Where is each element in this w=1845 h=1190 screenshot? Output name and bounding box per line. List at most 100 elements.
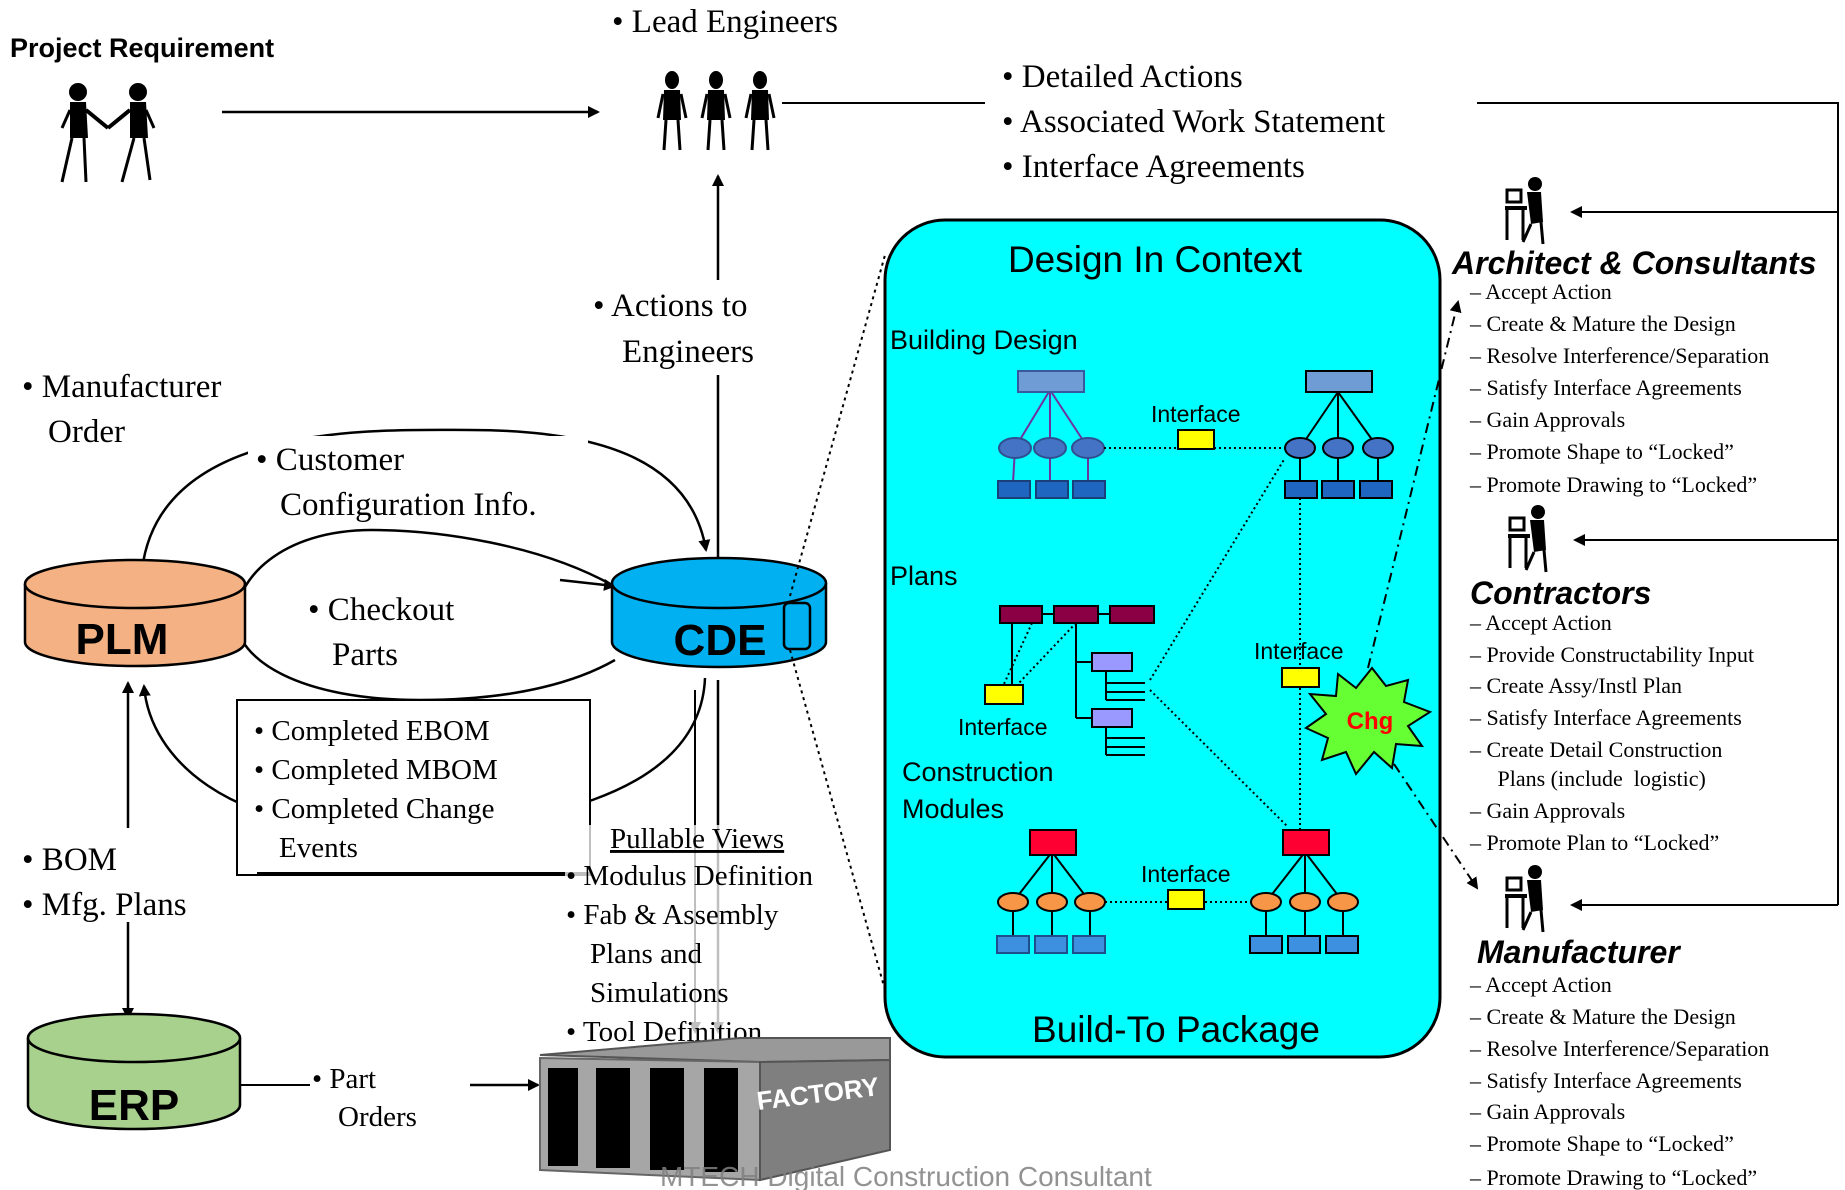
manufacturer-item: – Accept Action	[1469, 972, 1612, 997]
pullable-views-item: • Modulus Definition	[566, 860, 813, 892]
bom-label: • BOM	[22, 842, 117, 878]
cde-label: CDE	[674, 616, 767, 665]
architect-item: – Satisfy Interface Agreements	[1469, 375, 1742, 400]
dash-chg-to-architect	[1367, 300, 1462, 669]
change-starburst-icon: Chg	[1303, 666, 1433, 776]
detailed-actions-item: • Interface Agreements	[1002, 149, 1305, 185]
architect-item: – Resolve Interference/Separation	[1469, 343, 1769, 368]
completed-item: Events	[279, 832, 358, 864]
contractors-item: – Promote Plan to “Locked”	[1469, 830, 1719, 855]
interface-box-top	[1177, 429, 1215, 450]
manufacturer-list: – Accept Action – Create & Mature the De…	[1469, 972, 1769, 1190]
part-orders-label: Orders	[338, 1101, 417, 1133]
completed-item: • Completed EBOM	[254, 715, 490, 747]
watermark: MTECH Digital Construction Consultant	[660, 1161, 1152, 1190]
architect-title: Architect & Consultants	[1451, 245, 1816, 281]
design-in-context-title: Design In Context	[1008, 239, 1303, 280]
interface-label-plans: Interface	[958, 714, 1048, 740]
contractors-item: Plans (include logistic)	[1470, 766, 1706, 791]
lead-engineers-icon	[656, 69, 776, 152]
contractors-item: – Create Assy/Instl Plan	[1469, 673, 1682, 698]
part-orders-label: • Part	[312, 1063, 376, 1095]
architect-item: – Promote Drawing to “Locked”	[1469, 472, 1757, 497]
pullable-views-item: Simulations	[590, 977, 729, 1009]
lead-engineers-label: • Lead Engineers	[612, 4, 838, 40]
architect-item: – Promote Shape to “Locked”	[1469, 439, 1734, 464]
manufacturer-item: – Resolve Interference/Separation	[1469, 1036, 1769, 1061]
actions-to-engineers-label: Engineers	[622, 334, 754, 370]
architect-item: – Create & Mature the Design	[1469, 311, 1736, 336]
interface-box-bottom	[1167, 889, 1205, 910]
dash-chg-to-manufacturer	[1393, 763, 1479, 890]
contractors-title: Contractors	[1470, 575, 1651, 611]
building-tree-left	[997, 370, 1106, 499]
manufacturer-item: – Gain Approvals	[1469, 1099, 1625, 1124]
manufacturer-order-label: Order	[48, 414, 125, 450]
pullable-views-item: Plans and	[590, 938, 702, 970]
dotted-plans-to-building	[1149, 457, 1286, 681]
dotted-cde-to-panel-bottom	[789, 649, 886, 991]
module-tree-right	[1249, 829, 1359, 954]
checkout-parts-label: • Checkout	[308, 592, 454, 628]
manufacturer-item: – Satisfy Interface Agreements	[1469, 1068, 1742, 1093]
interface-label-mid: Interface	[1254, 638, 1344, 664]
erp-label: ERP	[89, 1081, 179, 1130]
arc-plm-to-cde	[140, 428, 711, 571]
contractors-item: – Satisfy Interface Agreements	[1469, 705, 1742, 730]
architect-item: – Accept Action	[1469, 279, 1612, 304]
contractors-item: – Provide Constructability Input	[1469, 642, 1754, 667]
manufacturer-item: – Promote Drawing to “Locked”	[1469, 1165, 1757, 1190]
manufacturer-item: – Promote Shape to “Locked”	[1469, 1131, 1734, 1156]
plans-label: Plans	[890, 561, 958, 591]
contractors-item: – Gain Approvals	[1469, 798, 1625, 823]
module-tree-left	[996, 829, 1106, 954]
cde-selection-marker	[782, 601, 812, 651]
plans-tree	[984, 605, 1155, 756]
interface-box-mid	[1281, 667, 1320, 688]
customer-config-label: • Customer	[256, 442, 404, 478]
building-design-label: Building Design	[890, 325, 1078, 355]
handshake-people-icon	[60, 83, 156, 183]
dotted-cde-to-panel-top	[789, 254, 886, 597]
dotted-plans-to-module	[1149, 689, 1288, 827]
factory-icon: FACTORY	[539, 1037, 891, 1182]
manufacturer-worker-icon	[1503, 863, 1545, 934]
construction-modules-label: Construction	[902, 757, 1054, 787]
detailed-actions-item: • Detailed Actions	[1002, 59, 1243, 95]
architect-list: – Accept Action – Create & Mature the De…	[1469, 279, 1769, 497]
completed-item: • Completed Change	[254, 793, 495, 825]
manufacturer-title: Manufacturer	[1477, 934, 1681, 970]
right-bus-line	[1477, 102, 1839, 905]
plm-label: PLM	[76, 615, 169, 664]
contractors-item: – Create Detail Construction	[1469, 737, 1722, 762]
build-to-package-label: Build-To Package	[1032, 1009, 1320, 1050]
building-tree-right	[1284, 370, 1394, 499]
architect-worker-icon	[1503, 175, 1545, 246]
erp-database: ERP	[26, 1012, 242, 1131]
project-requirement-label: Project Requirement	[10, 33, 274, 63]
manufacturer-order-label: • Manufacturer	[22, 369, 221, 405]
architect-item: – Gain Approvals	[1469, 407, 1625, 432]
customer-config-label: Configuration Info.	[280, 487, 537, 523]
checkout-parts-label: Parts	[332, 637, 398, 673]
contractors-worker-icon	[1506, 503, 1548, 574]
chg-label: Chg	[1347, 708, 1394, 735]
plm-database: PLM	[23, 558, 247, 668]
contractors-item: – Accept Action	[1469, 610, 1612, 635]
actions-to-engineers-label: • Actions to	[593, 288, 748, 324]
detailed-actions-list: • Detailed Actions • Associated Work Sta…	[1002, 59, 1385, 185]
pullable-views-title: Pullable Views	[610, 823, 784, 855]
bom-label: • Mfg. Plans	[22, 887, 187, 923]
construction-modules-label: Modules	[902, 794, 1004, 824]
contractors-list: – Accept Action – Provide Constructabili…	[1469, 610, 1754, 855]
pullable-views-item: • Fab & Assembly	[566, 899, 779, 931]
pullable-views: Pullable Views • Modulus Definition • Fa…	[565, 823, 847, 1048]
interface-label-top: Interface	[1151, 401, 1241, 427]
completed-box	[236, 699, 591, 876]
cde-database: CDE	[610, 556, 828, 669]
detailed-actions-item: • Associated Work Statement	[1002, 104, 1385, 140]
completed-item: • Completed MBOM	[254, 754, 498, 786]
interface-label-bottom: Interface	[1141, 861, 1231, 887]
manufacturer-item: – Create & Mature the Design	[1469, 1004, 1736, 1029]
